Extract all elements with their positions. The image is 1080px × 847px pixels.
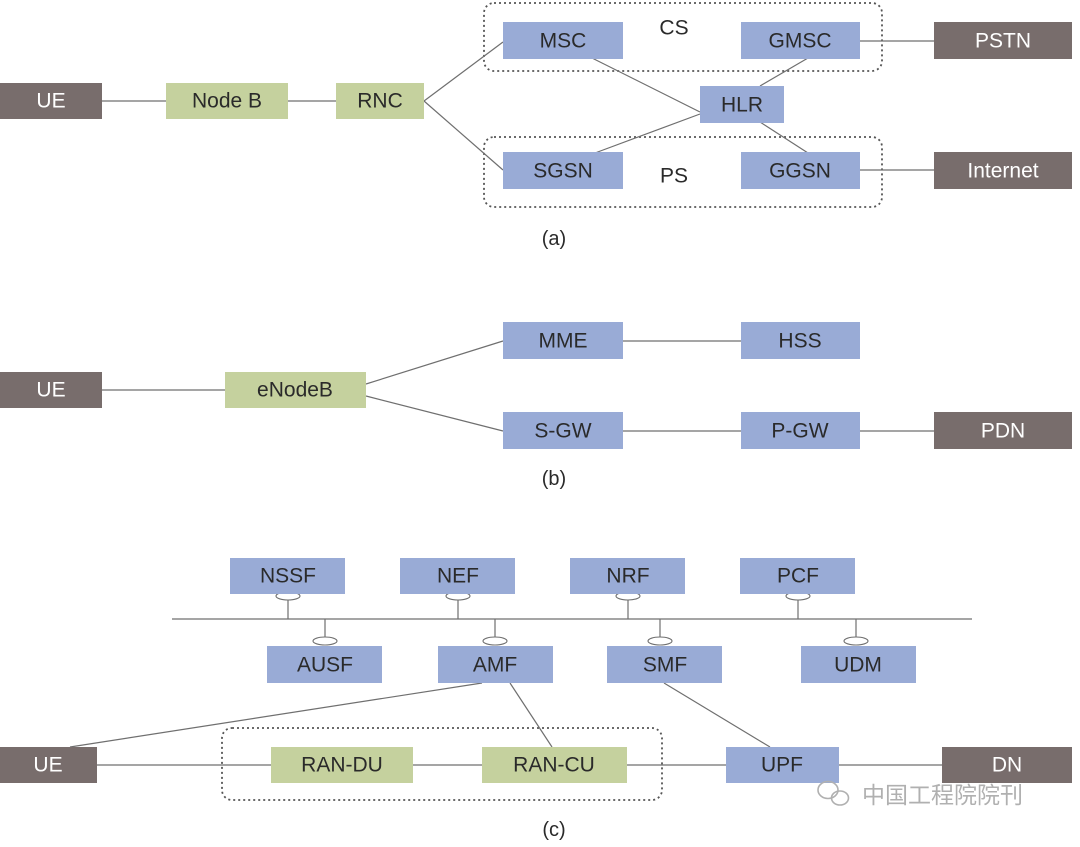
nssf-box bbox=[230, 558, 345, 594]
link-amf-rancu bbox=[509, 682, 553, 748]
rancu-box bbox=[482, 747, 627, 783]
ue-label: UE bbox=[36, 90, 65, 113]
pdn-label: PDN bbox=[981, 420, 1025, 443]
upf-label: UPF bbox=[761, 754, 803, 777]
rnc-label: RNC bbox=[357, 90, 403, 113]
smf-box bbox=[607, 646, 722, 683]
sgw-box bbox=[503, 412, 623, 449]
link-sgsn-hlr bbox=[594, 113, 701, 154]
nssf-label: NSSF bbox=[260, 565, 316, 588]
enodeb-box bbox=[225, 372, 366, 408]
nrf-label: NRF bbox=[606, 565, 649, 588]
enodeb-label: eNodeB bbox=[257, 379, 333, 402]
link-enodeb-sgw bbox=[365, 395, 504, 432]
gmsc-label: GMSC bbox=[769, 30, 832, 53]
udm-interface bbox=[843, 636, 869, 646]
smf-label: SMF bbox=[643, 654, 687, 677]
pdn-box bbox=[934, 412, 1072, 449]
dn-label: DN bbox=[992, 754, 1022, 777]
nrf-box bbox=[570, 558, 685, 594]
diagram-c: NSSF NEF NRF PCF AUSF AMF SMF UDM UE RAN… bbox=[0, 558, 1072, 841]
caption-c: (c) bbox=[542, 819, 565, 841]
cs-domain-group bbox=[483, 2, 883, 72]
link-hlr-ggsn bbox=[759, 121, 809, 154]
ps-domain-label: PS bbox=[660, 165, 688, 188]
link-rnc-msc bbox=[423, 41, 504, 102]
cs-domain-label: CS bbox=[659, 17, 688, 40]
caption-b: (b) bbox=[542, 468, 566, 490]
udm-box bbox=[801, 646, 916, 683]
hss-label: HSS bbox=[778, 330, 821, 353]
diagram-b: UE eNodeB MME HSS S-GW P-GW PDN (b) bbox=[0, 322, 1072, 490]
pgw-label: P-GW bbox=[771, 420, 828, 443]
nef-box bbox=[400, 558, 515, 594]
udm-label: UDM bbox=[834, 654, 882, 677]
hss-box bbox=[741, 322, 860, 359]
ausf-interface bbox=[312, 636, 338, 646]
ggsn-label: GGSN bbox=[769, 160, 831, 183]
link-msc-hlr bbox=[591, 57, 701, 113]
msc-label: MSC bbox=[540, 30, 587, 53]
hlr-box bbox=[700, 86, 784, 123]
internet-box bbox=[934, 152, 1072, 189]
amf-box bbox=[438, 646, 553, 683]
ran-group bbox=[221, 727, 663, 801]
nodeb-label: Node B bbox=[192, 90, 262, 113]
mme-label: MME bbox=[539, 330, 588, 353]
amf-label: AMF bbox=[473, 654, 517, 677]
ue-box bbox=[0, 83, 102, 119]
nodeb-box bbox=[166, 83, 288, 119]
randu-box bbox=[271, 747, 413, 783]
dn-box bbox=[942, 747, 1072, 783]
amf-interface bbox=[482, 636, 508, 646]
msc-box bbox=[503, 22, 623, 59]
smf-interface bbox=[647, 636, 673, 646]
ausf-label: AUSF bbox=[297, 654, 353, 677]
pgw-box bbox=[741, 412, 860, 449]
pstn-label: PSTN bbox=[975, 30, 1031, 53]
upf-box bbox=[726, 747, 839, 783]
link-ue-amf bbox=[69, 682, 483, 748]
watermark: 中国工程院院刊 bbox=[817, 780, 1023, 809]
diagram-a: UE Node B RNC MSC CS GMSC PSTN HLR SGSN … bbox=[0, 2, 1072, 250]
mme-box bbox=[503, 322, 623, 359]
ue-label: UE bbox=[36, 379, 65, 402]
pcf-label: PCF bbox=[777, 565, 819, 588]
chat-bubble-icon bbox=[817, 780, 850, 806]
randu-label: RAN-DU bbox=[301, 754, 383, 777]
link-rnc-sgsn bbox=[423, 100, 504, 171]
nef-label: NEF bbox=[437, 565, 479, 588]
link-hlr-gmsc bbox=[759, 57, 809, 87]
internet-label: Internet bbox=[967, 160, 1038, 183]
watermark-text: 中国工程院院刊 bbox=[862, 783, 1023, 809]
rnc-box bbox=[336, 83, 424, 119]
pstn-box bbox=[934, 22, 1072, 59]
pcf-box bbox=[740, 558, 855, 594]
ue-box bbox=[0, 372, 102, 408]
sgsn-box bbox=[503, 152, 623, 189]
link-enodeb-mme bbox=[365, 340, 504, 385]
ausf-box bbox=[267, 646, 382, 683]
rancu-label: RAN-CU bbox=[513, 754, 595, 777]
sgsn-label: SGSN bbox=[533, 160, 593, 183]
ggsn-box bbox=[741, 152, 860, 189]
ue-label: UE bbox=[33, 754, 62, 777]
ue-box bbox=[0, 747, 97, 783]
sgw-label: S-GW bbox=[534, 420, 591, 443]
hlr-label: HLR bbox=[721, 94, 763, 117]
caption-a: (a) bbox=[542, 228, 566, 250]
gmsc-box bbox=[741, 22, 860, 59]
link-smf-upf bbox=[663, 682, 771, 748]
